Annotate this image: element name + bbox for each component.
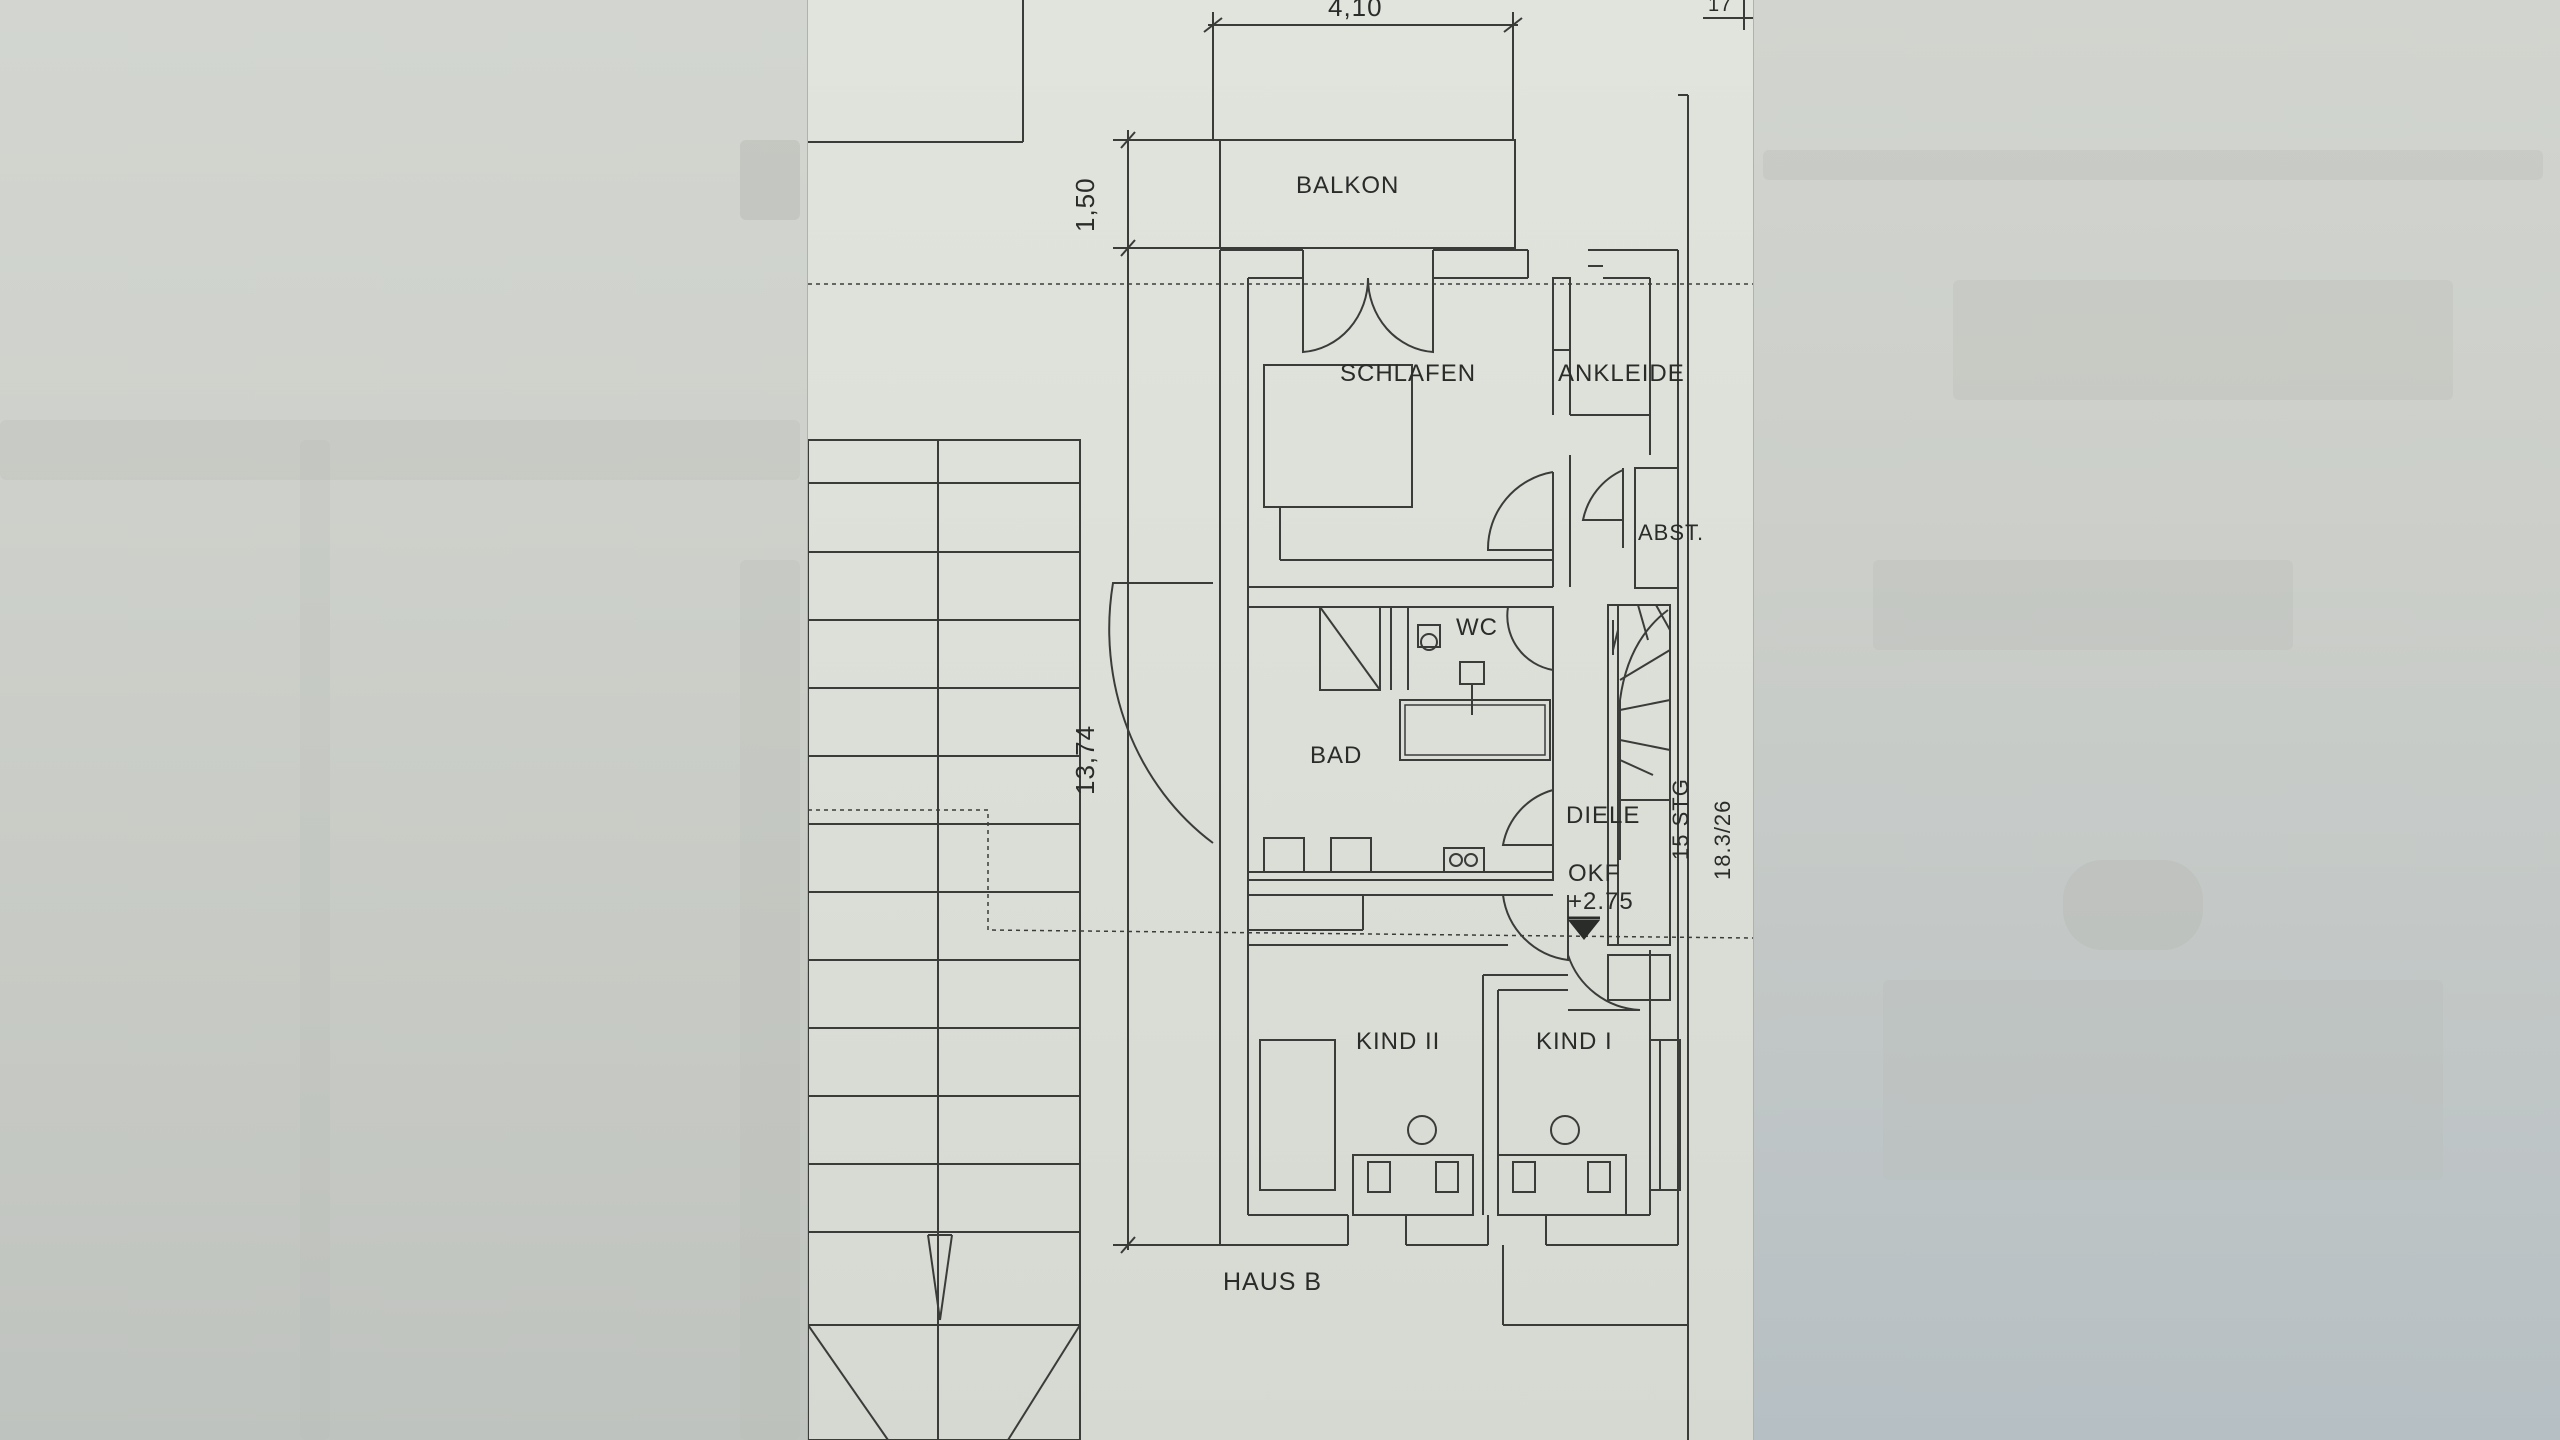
stair-steps-label: 15 STG [1668, 778, 1693, 860]
dimension-balcony-depth: 1,50 [1070, 177, 1100, 232]
room-label-balkon: BALKON [1296, 172, 1400, 199]
dimension-total-length: 13,74 [1070, 724, 1100, 795]
room-label-abst: ABST. [1638, 520, 1705, 545]
room-label-kind-ii: KIND II [1356, 1028, 1441, 1055]
room-label-diele: DIELE [1566, 802, 1641, 829]
dimension-width-top: 4,10 [1328, 0, 1383, 22]
room-label-bad: BAD [1310, 742, 1363, 769]
house-label: HAUS B [1223, 1268, 1323, 1296]
room-label-kind-i: KIND I [1536, 1028, 1613, 1055]
room-label-schlafen: SCHLAFEN [1340, 360, 1477, 387]
floor-level-value: +2.75 [1568, 888, 1634, 915]
floor-plan-drawing [808, 0, 1753, 1440]
floor-level-label: OKF [1568, 860, 1621, 887]
stair-rise-run-label: 18.3/26 [1710, 799, 1735, 880]
dimension-corner-mark: 17 [1708, 0, 1733, 16]
room-label-ankleide: ANKLEIDE [1558, 360, 1685, 387]
blurred-background-right [1753, 0, 2560, 1440]
blurred-background-left [0, 0, 808, 1440]
floor-plan-sheet: 4,10 17 1,50 13,74 BALKON SCHLAFEN ANKLE… [808, 0, 1753, 1440]
room-label-wc: WC [1456, 614, 1498, 641]
